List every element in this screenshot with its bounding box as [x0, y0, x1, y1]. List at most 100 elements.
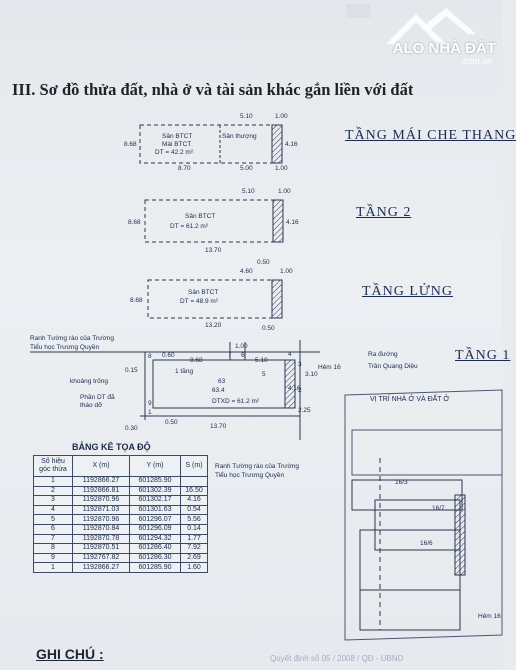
t2-dim-left: 8.68 [128, 219, 141, 226]
table-cell: 1192870.51 [72, 543, 130, 554]
header-x: X (m) [72, 455, 130, 477]
dim-225: 2.25 [298, 407, 311, 414]
table-cell: 2.69 [180, 552, 208, 564]
road-label-1: Ra đường [368, 351, 398, 358]
point-4: 4 [288, 351, 292, 358]
floor-label-lung: TẦNG LỬNG [362, 284, 454, 299]
table-cell: 0.14 [180, 523, 208, 535]
point-8: 8 [148, 353, 152, 360]
removed-label-2: tháo dỡ [80, 402, 103, 409]
mai-dim-bottom-right: 1.00 [275, 165, 288, 172]
table-cell: 601286.40 [129, 543, 181, 554]
dim-100: 1.00 [235, 343, 248, 350]
map-fence-label-1: Ranh Tường rào của Trường [215, 462, 299, 470]
floor-label-tang2: TẦNG 2 [356, 205, 412, 220]
table-cell: 8 [33, 543, 73, 554]
floor-label-mai: TẦNG MÁI CHE THANG [345, 128, 516, 143]
table-cell: 1 [33, 476, 73, 487]
lung-dim-bottom: 13.20 [205, 322, 222, 329]
watermark-domain: .com.vn [460, 56, 492, 66]
table-cell: 4 [33, 504, 73, 516]
mai-dim-top: 5.10 [240, 113, 253, 120]
table-cell: 7.92 [180, 543, 208, 554]
lung-dim-top: 4.60 [240, 268, 253, 275]
table-cell: 0.54 [180, 504, 208, 516]
alo-nha-dat-logo [346, 4, 476, 44]
fence-label-2: Tiểu học Trương Quyền [30, 342, 99, 351]
table-cell: 601301.63 [129, 504, 181, 516]
watermark-brand: ALO NHÀ ĐẤT [392, 40, 496, 57]
map-title: VỊ TRÍ NHÀ Ở VÀ ĐẤT Ở [370, 393, 449, 403]
table-cell: 9 [33, 552, 73, 564]
mai-dim-bottom-mid: 5.00 [240, 165, 253, 172]
mai-dim-bottom-left: 8.70 [178, 165, 191, 172]
table-cell: 601285.90 [129, 476, 181, 487]
point-5: 5 [262, 371, 266, 378]
mai-dim-top-right: 1.00 [275, 113, 288, 120]
map-fence-label-2: Tiểu học Trương Quyền [215, 470, 284, 479]
t2-dim-right: 4.16 [286, 219, 299, 226]
t2-dim-top-right: 1.00 [278, 188, 291, 195]
dim-416: 4.16 [288, 385, 301, 392]
map-lot-166: 16/6 [420, 540, 433, 547]
table-cell: 601286.30 [129, 552, 181, 564]
road-label-2: Trần Quang Diệu [368, 361, 418, 370]
table-cell: 2 [33, 485, 73, 497]
coord-table-header: Số hiệu góc thửa X (m) Y (m) S (m) [33, 455, 208, 477]
dim-030: 0.30 [125, 425, 138, 432]
table-cell: 1192870.84 [72, 523, 130, 535]
table-cell: 1192870.96 [72, 514, 130, 525]
map-road: Hẻm 16 [478, 613, 501, 620]
floor-text: 1 tầng [175, 366, 193, 375]
mai-side: Sân thượng [222, 133, 257, 140]
dim-310: 3.10 [305, 371, 318, 378]
table-cell: 1192866.81 [72, 485, 130, 497]
table-cell: 4.16 [180, 495, 208, 506]
table-cell: 7 [33, 533, 73, 545]
dim-060: 0.60 [162, 352, 175, 359]
point-3: 3 [298, 361, 302, 368]
table-cell: 5 [33, 514, 73, 525]
table-cell: 3 [33, 495, 73, 506]
t2-room: Sân BTCT [185, 213, 215, 220]
table-cell: 1192870.78 [72, 533, 130, 545]
dxd-label: DTXD = 61.2 m² [212, 398, 260, 405]
dim-050: 0.50 [165, 419, 178, 426]
table-cell: 601296.07 [129, 514, 181, 525]
table-cell: 5.56 [180, 514, 208, 525]
header-point: Số hiệu góc thửa [33, 455, 73, 477]
table-cell: 1.60 [180, 562, 208, 573]
t2-area: DT = 61.2 m² [170, 223, 209, 230]
lung-dim-left: 8.68 [130, 297, 143, 304]
removed-label-1: Phần DT đã [80, 392, 115, 401]
t2-dim-top: 5.10 [242, 188, 255, 195]
lung-dim-top-right: 1.00 [280, 268, 293, 275]
note-heading: GHI CHÚ : [36, 646, 104, 662]
header-y: Y (m) [129, 455, 181, 477]
t2-dim-bottom: 13.70 [205, 247, 222, 254]
table-cell: 601285.90 [129, 562, 181, 573]
section-heading: III. Sơ đồ thửa đất, nhà ở và tài sản kh… [12, 80, 414, 99]
floor-plans-drawing: Sân BTCT Mái BTCT DT = 42.2 m² Sân thượn… [30, 113, 503, 641]
mai-dim-right: 4.16 [285, 141, 298, 148]
table-cell [180, 476, 208, 487]
table-cell: 1192866.27 [72, 562, 130, 573]
lung-area: DT = 48.9 m² [180, 298, 219, 305]
gap-label: khoảng trống [70, 376, 108, 385]
point-1: 1 [148, 409, 152, 416]
dim-1370: 13.70 [210, 423, 227, 430]
point-6: 6 [241, 352, 245, 359]
mai-dim-left: 8.68 [124, 141, 137, 148]
table-cell: 1 [33, 562, 73, 573]
table-cell: 1192767.82 [72, 552, 130, 564]
lung-dim-top-small: 0.50 [257, 259, 270, 266]
